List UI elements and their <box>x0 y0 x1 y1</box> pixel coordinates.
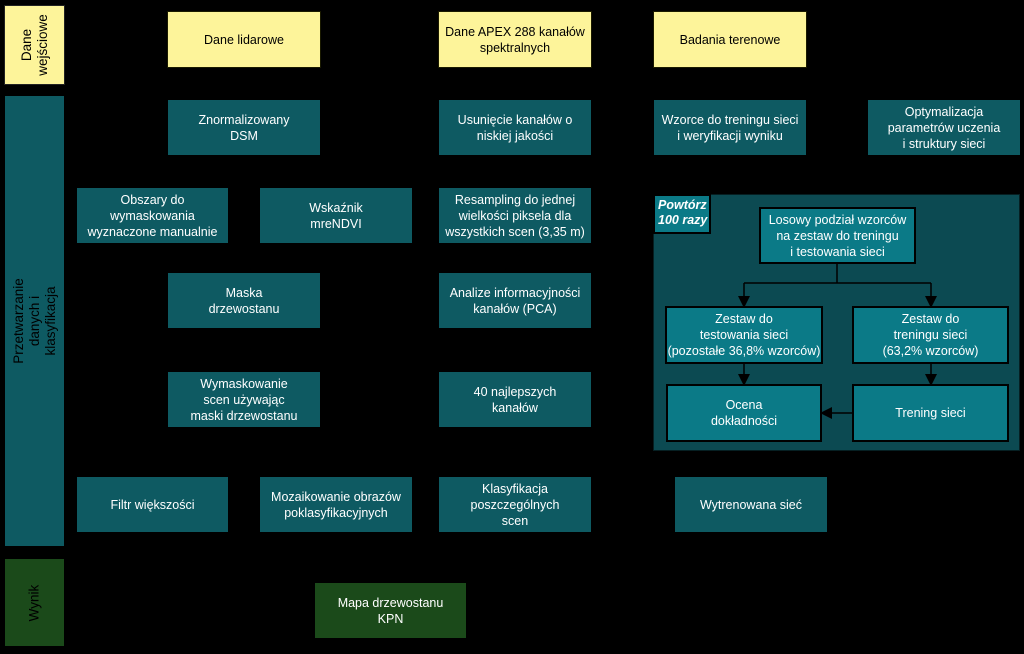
input-apex: Dane APEX 288 kanałów spektralnych <box>438 11 592 68</box>
box-remove-bands: Usunięcie kanałów o niskiej jakości <box>438 99 592 156</box>
box-resampling: Resampling do jednej wielkości piksela d… <box>438 187 592 244</box>
repeat-label: Powtórz 100 razy <box>653 194 711 234</box>
box-training: Trening sieci <box>852 384 1009 442</box>
box-manual-mask: Obszary do wymaskowania wyznaczone manua… <box>76 187 229 244</box>
box-mosaic: Mozaikowanie obrazów poklasyfikacyjnych <box>259 476 413 533</box>
band-input: Dane wejściowe <box>4 5 65 85</box>
box-best-bands: 40 najlepszych kanałów <box>438 371 592 428</box>
box-classification: Klasyfikacja poszczególnych scen <box>438 476 592 533</box>
band-processing: Przetwarzanie danych i klasyfikacja <box>4 95 65 547</box>
box-stand-mask: Maska drzewostanu <box>167 272 321 329</box>
box-random-split: Losowy podział wzorców na zestaw do tren… <box>759 207 916 264</box>
box-pca: Analize informacyjności kanałów (PCA) <box>438 272 592 329</box>
box-mrendvi: Wskaźnik mreNDVI <box>259 187 413 244</box>
box-majority-filter: Filtr większości <box>76 476 229 533</box>
box-training-patterns: Wzorce do treningu sieci i weryfikacji w… <box>653 99 807 156</box>
input-field-survey: Badania terenowe <box>653 11 807 68</box>
box-accuracy: Ocena dokładności <box>666 384 822 442</box>
box-test-set: Zestaw do testowania sieci (pozostałe 36… <box>665 306 823 364</box>
box-stand-map: Mapa drzewostanu KPN <box>314 582 467 639</box>
box-normalized-dsm: Znormalizowany DSM <box>167 99 321 156</box>
box-optimization: Optymalizacja parametrów uczenia i struk… <box>867 99 1021 156</box>
band-output: Wynik <box>4 558 65 647</box>
box-trained-network: Wytrenowana sieć <box>674 476 828 533</box>
box-masking: Wymaskowanie scen używając maski drzewos… <box>167 371 321 428</box>
input-lidar: Dane lidarowe <box>167 11 321 68</box>
